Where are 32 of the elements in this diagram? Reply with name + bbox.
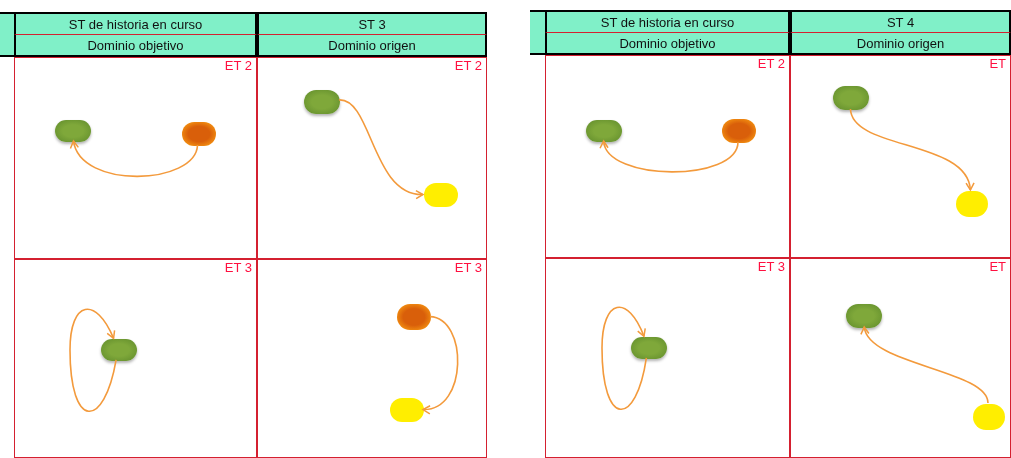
arrow	[849, 108, 974, 191]
state-label: ET 3	[757, 260, 785, 273]
state-label: ET	[989, 57, 1006, 70]
arrow	[69, 308, 117, 413]
table-cell	[790, 55, 1011, 258]
header-cell: ST 4	[790, 10, 1011, 33]
header-cell: ST de historia en curso	[545, 10, 790, 33]
table-cell	[790, 258, 1011, 458]
arrow	[422, 315, 459, 414]
header-cell: ST 3	[257, 12, 487, 35]
table-cell	[14, 57, 257, 259]
table-cell	[257, 259, 487, 458]
arrow	[601, 140, 739, 173]
table-cell	[14, 259, 257, 458]
arrow	[601, 306, 648, 411]
arrow	[338, 99, 424, 199]
header-cell: ST de historia en curso	[14, 12, 257, 35]
state-label: ET 2	[757, 57, 785, 70]
state-label: ET 3	[224, 261, 252, 274]
header-cell: Dominio origen	[257, 35, 487, 57]
table-cell	[545, 55, 790, 258]
header-cell: Dominio objetivo	[14, 35, 257, 57]
state-label: ET 2	[454, 59, 482, 72]
table-cell	[545, 258, 790, 458]
state-label: ET 3	[454, 261, 482, 274]
table-cell	[257, 57, 487, 259]
header-cell: Dominio objetivo	[545, 33, 790, 55]
state-label: ET	[989, 260, 1006, 273]
arrow	[862, 326, 989, 404]
arrow	[71, 140, 199, 178]
header-cell: Dominio origen	[790, 33, 1011, 55]
state-label: ET 2	[224, 59, 252, 72]
